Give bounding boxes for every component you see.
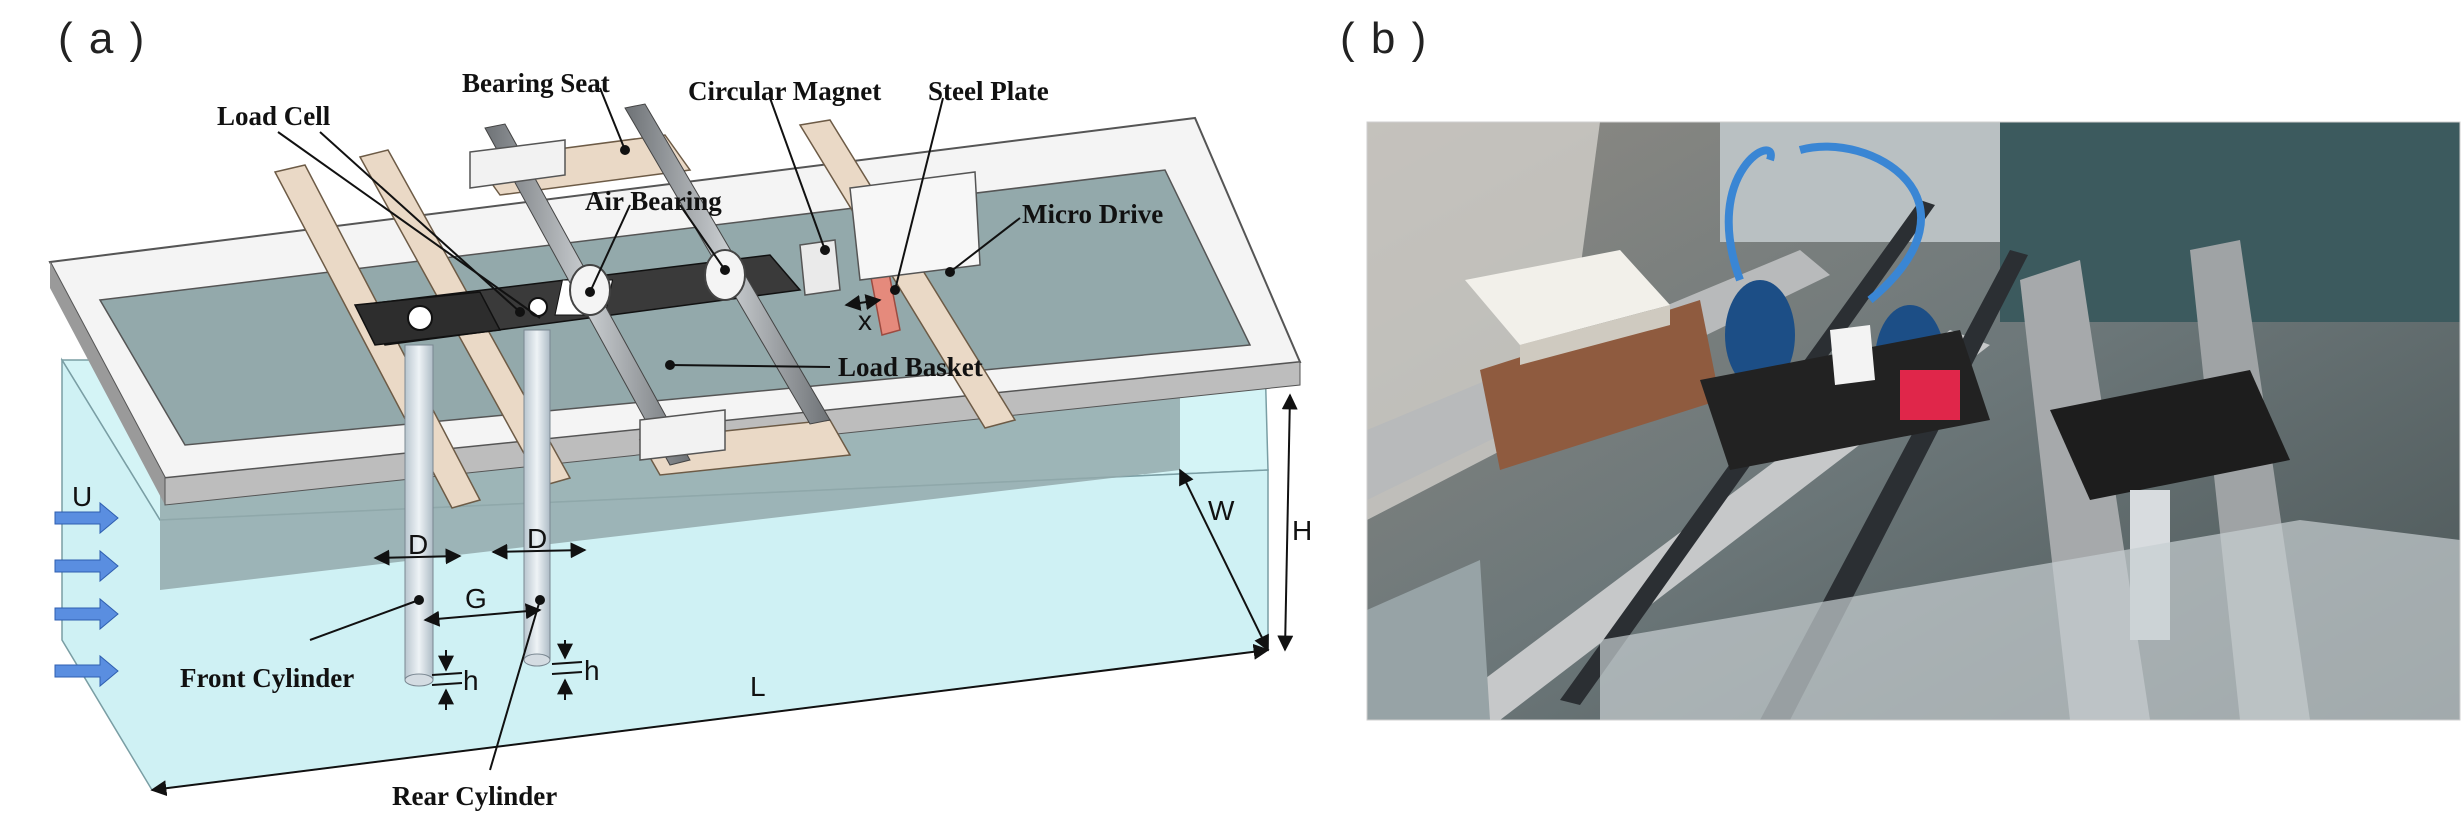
flow-arrows: [54, 501, 119, 688]
leader-dots: [414, 145, 955, 605]
label-x: x: [858, 305, 872, 336]
bearing-seat-block-top: [469, 139, 566, 189]
label-l: L: [750, 671, 766, 702]
label-load-basket: Load Basket: [838, 352, 983, 382]
dim-line-d-front: [373, 548, 462, 566]
dim-line-g: [423, 603, 542, 627]
front-cylinder: [404, 344, 434, 681]
dim-line-w: [1179, 468, 1269, 652]
dim-line-x: [844, 294, 882, 311]
dim-ticks-h-rear: [551, 640, 583, 700]
label-d-rear: D: [527, 523, 547, 554]
label-w: W: [1208, 495, 1235, 526]
panel-label-a: ( a ): [58, 14, 147, 63]
label-h-front: h: [463, 665, 479, 696]
label-d-front: D: [408, 529, 428, 560]
micro-drive: [849, 171, 981, 281]
label-air-bearing: Air Bearing: [585, 186, 722, 216]
label-micro-drive: Micro Drive: [1022, 199, 1163, 229]
photo-border: [1366, 121, 2461, 721]
bearing-seat-plate-bottom: [638, 419, 852, 476]
label-u: U: [72, 481, 92, 512]
label-g: G: [465, 583, 487, 614]
label-h-tank: H: [1292, 515, 1312, 546]
dim-ticks-h-front: [431, 650, 463, 710]
schematic-diagram: Bearing Seat Load Cell Circular Magnet S…: [48, 68, 1312, 811]
label-front-cylinder: Front Cylinder: [180, 663, 354, 693]
dim-line-d-rear: [491, 542, 587, 560]
label-load-cell: Load Cell: [217, 101, 331, 131]
front-cylinder-mount: [407, 305, 433, 331]
rear-cylinder-end: [523, 653, 551, 667]
dim-line-h-tank: [1277, 393, 1298, 652]
front-cylinder-end: [404, 673, 434, 687]
label-bearing-seat: Bearing Seat: [462, 68, 610, 98]
label-rear-cylinder: Rear Cylinder: [392, 781, 557, 811]
label-steel-plate: Steel Plate: [928, 76, 1049, 106]
bearing-seat-block-bottom: [639, 409, 726, 461]
label-circular-magnet: Circular Magnet: [688, 76, 881, 106]
top-frame-edge: [50, 262, 165, 505]
leader-lines: [277, 87, 1021, 771]
label-h-rear: h: [584, 655, 600, 686]
panel-label-b: ( b ): [1340, 14, 1429, 63]
circular-magnet: [799, 239, 841, 296]
dim-line-l: [150, 643, 1270, 797]
